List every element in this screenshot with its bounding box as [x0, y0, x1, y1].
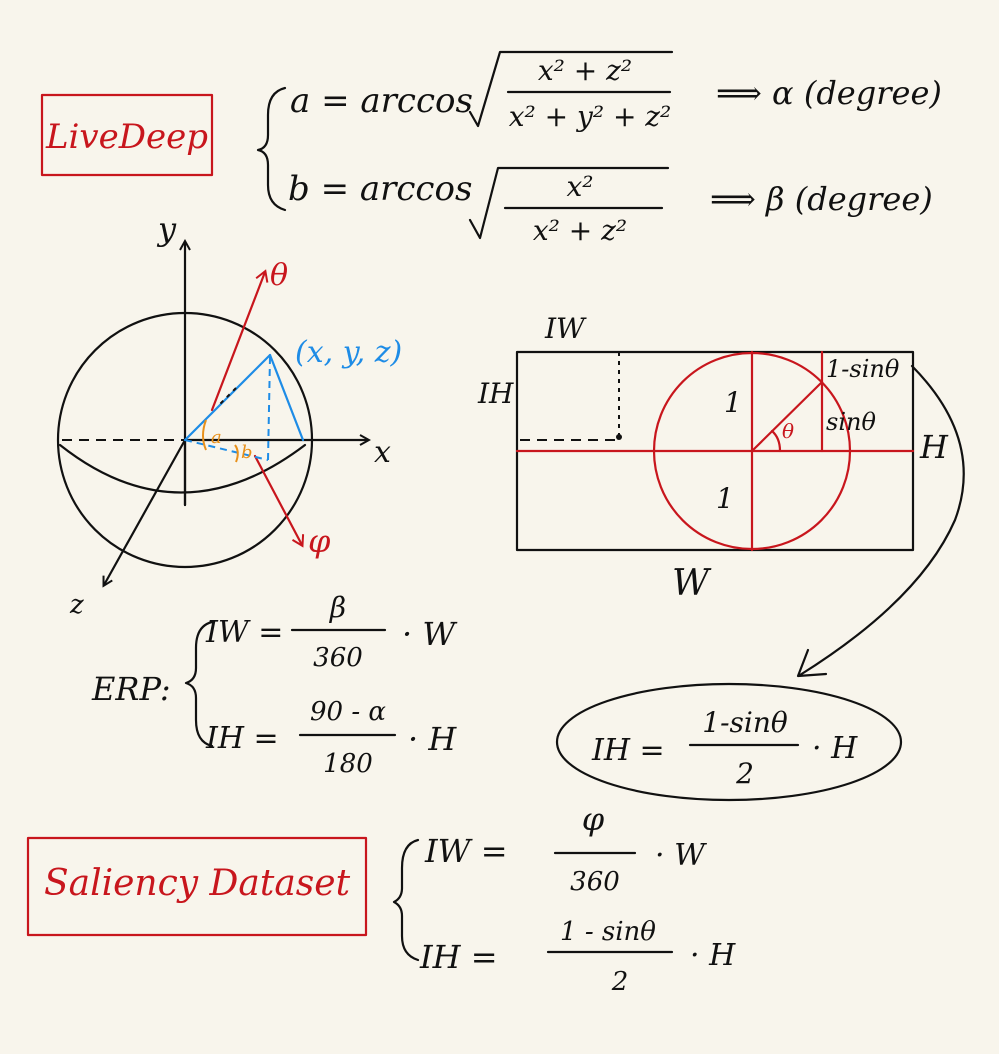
erp-ih-num: 90 - α: [310, 697, 386, 727]
rect-label-sin: sinθ: [826, 408, 876, 436]
oval-formula: IH = 1-sinθ 2 · H: [555, 682, 903, 802]
saliency-iw-mul: · W: [655, 838, 707, 873]
eq-a-lhs: a = arccos: [290, 81, 473, 121]
curved-arrow-head: [796, 648, 828, 678]
erp-brace: [184, 620, 214, 748]
axis-label-y: y: [156, 210, 177, 248]
point-drop-solid: [268, 353, 305, 442]
saliency-section: Saliency Dataset IW = φ 360 · W IH = 1 -…: [26, 800, 736, 997]
oval-lhs: IH =: [591, 733, 665, 768]
saliency-ih-den: 2: [611, 967, 629, 997]
saliency-ih-lhs: IH =: [419, 938, 498, 976]
erp-formula: ERP: IW = β 360 · W IH = 90 - α 180 · H: [91, 591, 458, 779]
erp-rectangle-diagram: IW IH W H 1 1 θ sinθ 1-sinθ: [477, 312, 965, 678]
saliency-brace: [392, 838, 420, 962]
theta-arrow: [210, 269, 269, 412]
saliency-iw-num: φ: [582, 800, 605, 838]
erp-ih-mul: · H: [408, 720, 457, 758]
phi-label-sphere: φ: [308, 522, 331, 560]
livedeep-section: LiveDeep a = arccos x² + z² x² + y² + z²…: [40, 50, 942, 247]
mapped-point: [616, 434, 622, 440]
angle-a-label: a: [211, 427, 222, 448]
point-label: (x, y, z): [295, 335, 402, 370]
point-projection: [184, 439, 269, 461]
eq-a-result: ⟹ α (degree): [716, 74, 942, 112]
oval-den: 2: [735, 757, 754, 790]
rect-label-iw: IW: [544, 312, 587, 345]
oval-outline: [555, 682, 903, 802]
eq-a-sqrt: [468, 50, 674, 128]
erp-iw-lhs: IW =: [205, 615, 283, 650]
saliency-label: Saliency Dataset: [44, 863, 351, 904]
angle-b-arc: [234, 444, 239, 463]
angle-a-arc: [202, 419, 207, 451]
eq-b-numerator: x²: [566, 170, 593, 203]
eq-b-sqrt: [468, 166, 670, 240]
saliency-iw-lhs: IW =: [424, 832, 508, 870]
point-drop-dashed: [267, 356, 271, 461]
eq-b-result: ⟹ β (degree): [710, 180, 933, 218]
phi-arrow: [253, 454, 305, 548]
erp-iw-den: 360: [313, 643, 363, 673]
projection-tick: [219, 387, 237, 405]
saliency-ih-mul: · H: [690, 938, 736, 973]
eq-b-denominator: x² + z²: [533, 214, 627, 247]
angle-b-label: b: [241, 442, 253, 463]
z-axis: [104, 438, 187, 585]
livedeep-label: LiveDeep: [45, 117, 208, 157]
rect-label-one-bottom: 1: [716, 482, 734, 515]
rect-label-one-minus-sin: 1-sinθ: [826, 355, 900, 383]
axis-label-x: x: [374, 435, 391, 470]
eq-b-lhs: b = arccos: [288, 169, 472, 209]
rect-label-theta: θ: [782, 419, 794, 443]
rect-label-one-top: 1: [724, 386, 742, 419]
curved-arrow: [798, 364, 965, 677]
theta-label-sphere: θ: [270, 258, 288, 293]
saliency-iw-den: 360: [570, 867, 620, 897]
rect-label-w: W: [672, 563, 712, 604]
saliency-box: [26, 836, 368, 937]
rect-label-h: H: [919, 428, 949, 466]
axis-label-z: z: [69, 590, 84, 620]
livedeep-box: [40, 93, 214, 177]
eq-a-denominator: x² + y² + z²: [509, 100, 672, 133]
sphere-equator-front: [58, 443, 307, 494]
rect-label-ih: IH: [477, 377, 514, 410]
erp-ih-lhs: IH =: [205, 721, 279, 756]
livedeep-brace: [256, 86, 287, 212]
erp-ih-den: 180: [323, 749, 373, 779]
saliency-ih-num: 1 - sinθ: [560, 917, 656, 947]
erp-iw-mul: · W: [402, 615, 458, 653]
oval-num: 1-sinθ: [702, 706, 788, 739]
erp-iw-num: β: [329, 591, 346, 624]
theta-angle-arc: [770, 429, 782, 453]
sphere-diagram: y x z θ φ (x, y, z) a b: [56, 210, 402, 620]
oval-mul: · H: [812, 731, 858, 766]
erp-prefix: ERP:: [91, 670, 171, 708]
eq-a-numerator: x² + z²: [538, 54, 632, 87]
radius-line: [750, 380, 824, 453]
